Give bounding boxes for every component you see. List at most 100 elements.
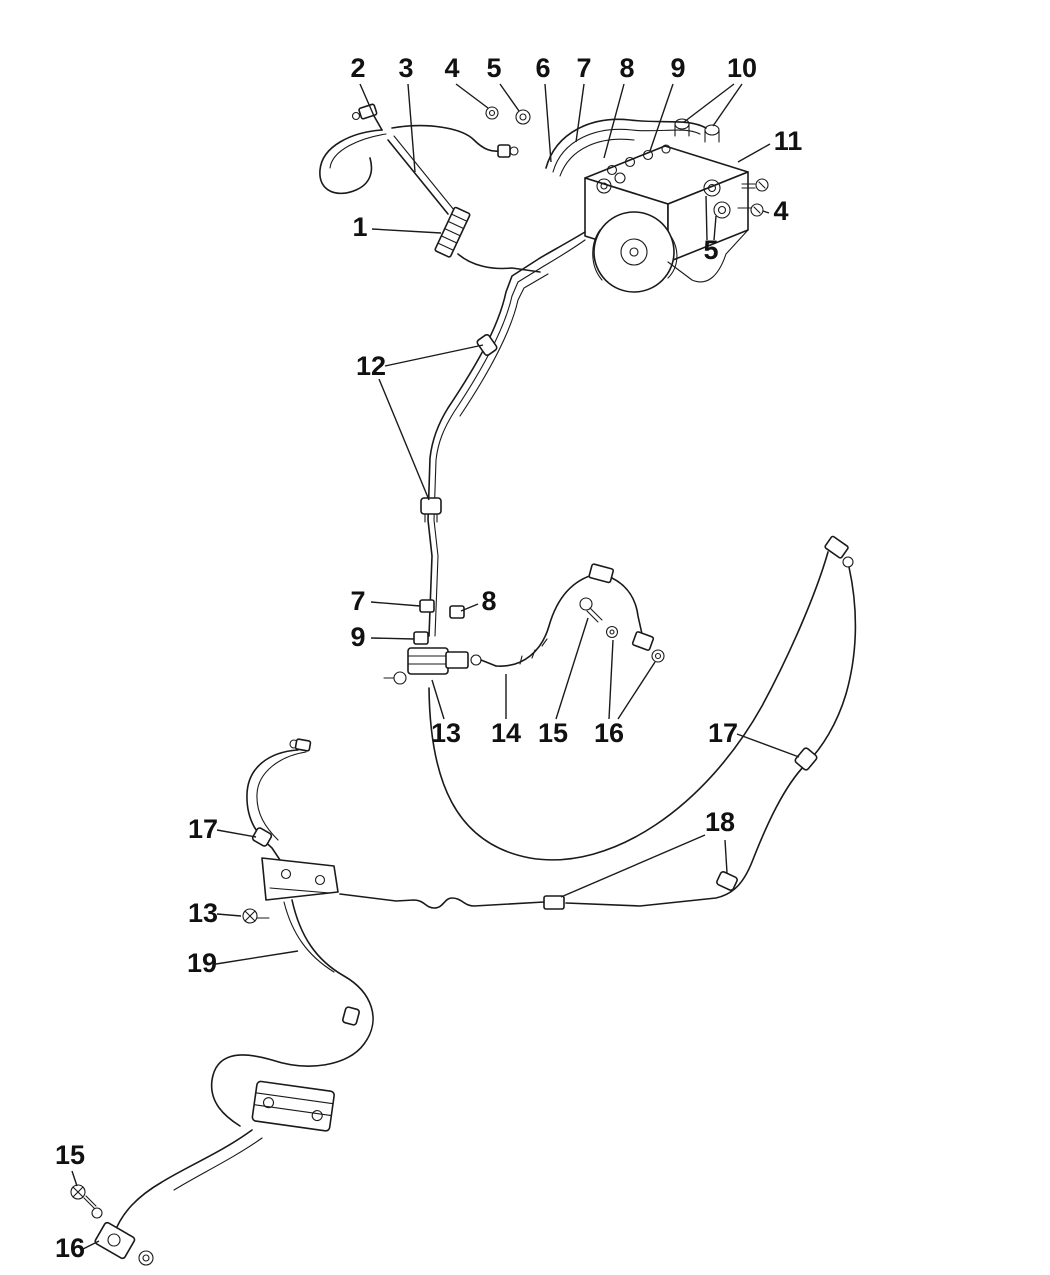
leader-line-12: [384, 344, 484, 367]
leader-line-5: [705, 195, 708, 241]
screw-4c: [737, 203, 764, 217]
callout-6: 6: [535, 53, 550, 83]
callout-17: 17: [188, 814, 218, 844]
callout-8: 8: [619, 53, 634, 83]
grommet-10a: [674, 118, 690, 137]
fitting-end: [497, 144, 511, 158]
washer-16b: [651, 649, 665, 663]
callout-11: 11: [774, 126, 803, 156]
callout-8: 8: [481, 586, 496, 616]
callout-14: 14: [491, 718, 521, 748]
hose-bracket: [261, 857, 339, 901]
leader-line-13: [216, 913, 242, 917]
leader-line-7: [370, 601, 421, 607]
leader-line-8: [603, 83, 625, 159]
callout-16: 16: [55, 1233, 85, 1263]
right-rear-tube: [339, 535, 857, 910]
long-sweep-tube: [428, 551, 829, 861]
callout-5: 5: [486, 53, 501, 83]
grommet-10b: [704, 124, 720, 143]
callout-15: 15: [55, 1140, 85, 1170]
tube-clip-12b: [420, 497, 442, 515]
leader-line-7: [575, 83, 585, 143]
hose-clip: [342, 1006, 360, 1026]
junction-and-hose: [383, 563, 665, 685]
callout-19: 19: [187, 948, 217, 978]
leader-line-16: [608, 639, 614, 720]
washer-16a: [605, 625, 619, 639]
callout-12: 12: [356, 351, 386, 381]
leader-line-12: [378, 378, 430, 501]
leader-line-8: [460, 603, 479, 612]
callout-5: 5: [703, 235, 718, 265]
hcu-abs-module: [545, 118, 769, 293]
tube-bundle: [420, 231, 586, 637]
nut-5a: [515, 109, 531, 125]
leader-line-9: [370, 637, 415, 640]
leader-line-16: [617, 661, 656, 720]
screw-4b: [741, 178, 769, 192]
master-cylinder-tubes: [319, 103, 541, 273]
hose-bracket-lower: [251, 1080, 335, 1132]
leader-line-15: [71, 1170, 78, 1187]
front-left-hose-assembly: [113, 738, 374, 1235]
fitting-2: [358, 103, 378, 120]
callout-13: 13: [431, 718, 461, 748]
fitting-7: [419, 599, 435, 613]
junction-block-13: [407, 647, 449, 675]
banjo-bolt-15: [70, 1184, 97, 1209]
leader-line-9: [649, 83, 674, 152]
connector-block-1: [434, 206, 471, 258]
leader-line-18: [724, 839, 728, 874]
callout-4: 4: [773, 196, 788, 226]
valve-6: [596, 178, 612, 194]
leader-line-5: [499, 83, 520, 112]
leader-line-16: [82, 1240, 100, 1250]
hose-clip-17-left: [251, 827, 273, 847]
leader-line-11: [737, 143, 771, 163]
callout-1: 1: [352, 212, 367, 242]
washer-4a: [485, 106, 499, 120]
leader-line-6: [544, 83, 552, 163]
leader-line-1: [371, 228, 442, 234]
callout-16: 16: [594, 718, 624, 748]
callout-9: 9: [670, 53, 685, 83]
callout-3: 3: [398, 53, 413, 83]
fitting-8: [449, 605, 465, 619]
hose-fitting-14: [588, 563, 615, 584]
callout-10: 10: [727, 53, 757, 83]
callout-18: 18: [705, 807, 735, 837]
washer-16c: [91, 1207, 103, 1219]
callout-17: 17: [708, 718, 738, 748]
leader-line-3: [407, 83, 416, 173]
tube-clip-12a: [476, 333, 498, 357]
washer-16d: [138, 1250, 154, 1266]
leader-line-2: [359, 83, 375, 117]
callout-9: 9: [350, 622, 365, 652]
bolt-15a: [579, 597, 603, 623]
leader-line-18: [560, 834, 706, 898]
callout-13: 13: [188, 898, 218, 928]
boss-5b: [703, 179, 721, 197]
callout-7: 7: [576, 53, 591, 83]
banjo-fitting-assembly: [70, 1184, 154, 1266]
leader-line-4: [762, 210, 770, 214]
pump-motor: [593, 211, 675, 293]
leader-line-10: [712, 83, 743, 127]
leader-line-15: [555, 617, 589, 720]
callout-4: 4: [444, 53, 459, 83]
callout-2: 2: [350, 53, 365, 83]
callout-7: 7: [350, 586, 365, 616]
fitting-9: [413, 631, 429, 645]
leader-line-5: [713, 215, 717, 241]
tube-clip-18b: [716, 871, 738, 891]
tube-clip-17-right: [794, 747, 818, 771]
banjo-block-16: [94, 1221, 136, 1260]
leader-line-13: [431, 679, 445, 720]
leader-line-17: [216, 829, 257, 838]
leader-line-19: [215, 950, 299, 965]
leader-line-4: [455, 83, 489, 109]
leader-line-17: [736, 733, 800, 758]
